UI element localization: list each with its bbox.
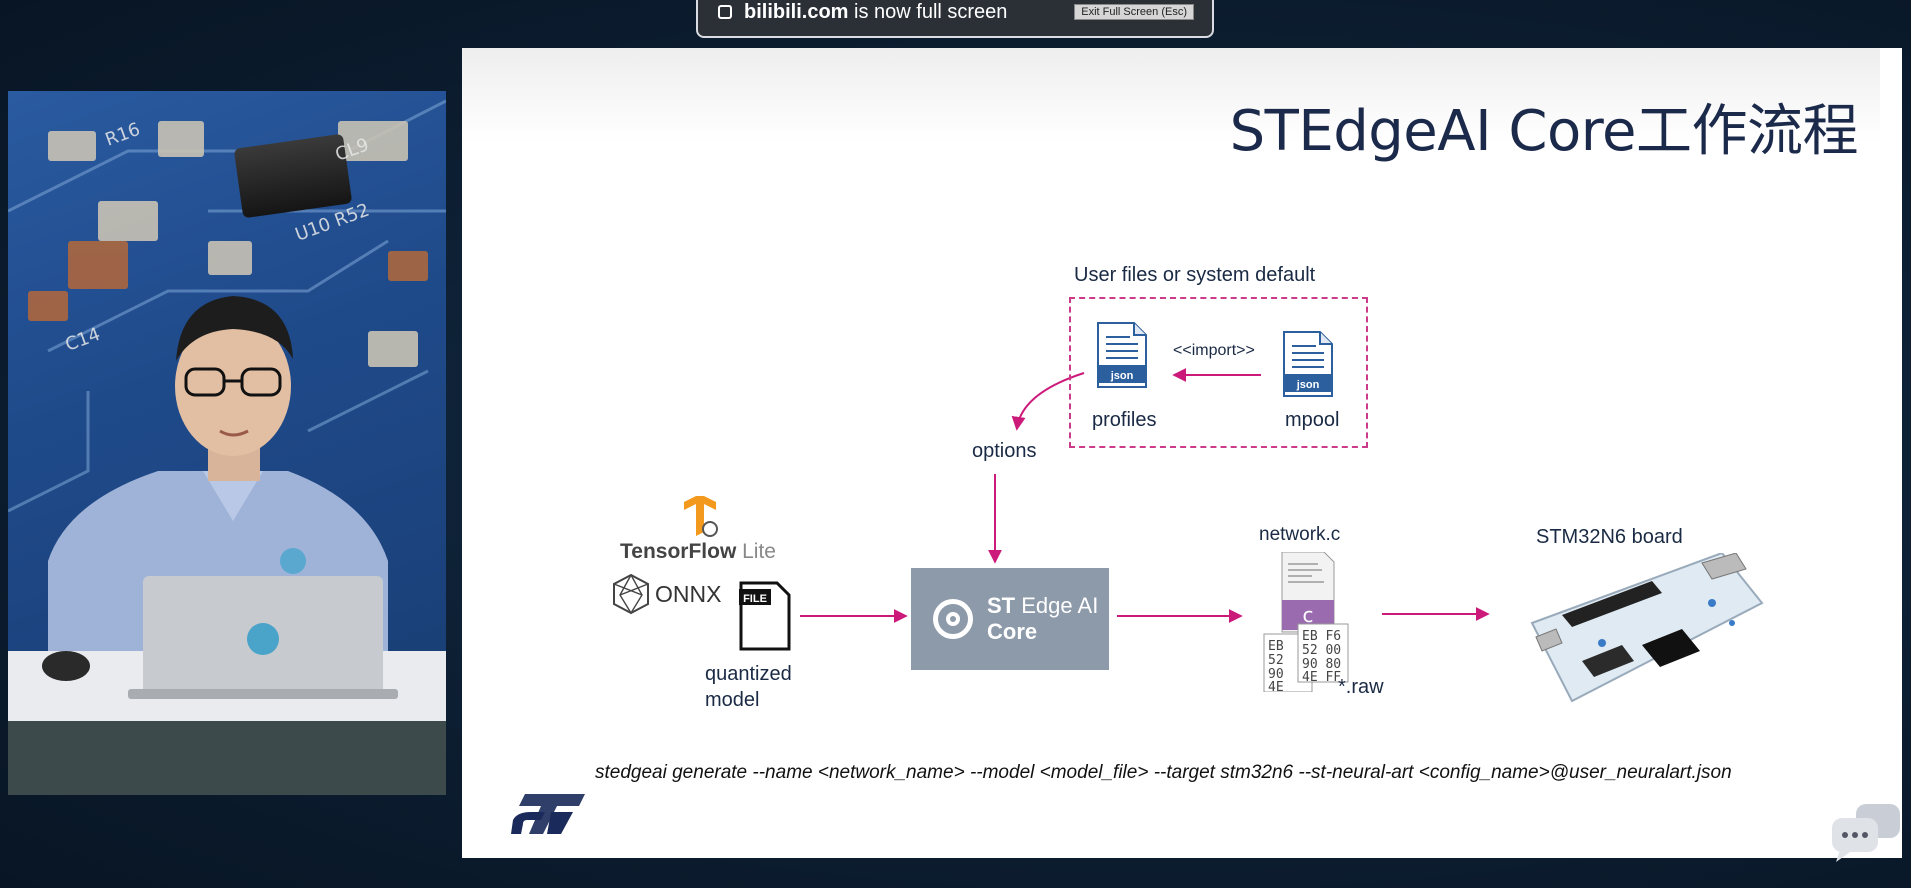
quantized-model-label: quantized model xyxy=(705,661,792,713)
st-edge-ai-logo-icon xyxy=(933,599,973,639)
core-st: ST xyxy=(987,593,1016,618)
danmaku-chat-icon[interactable] xyxy=(1832,804,1902,864)
tflite-bold: TensorFlow xyxy=(620,540,737,563)
svg-text:52 00: 52 00 xyxy=(1302,643,1341,658)
cli-command-text: stedgeai generate --name <network_name> … xyxy=(595,762,1732,783)
mpool-label: mpool xyxy=(1285,409,1340,431)
toast-message: is now full screen xyxy=(854,0,1008,23)
core-word: Core xyxy=(987,619,1038,644)
svg-text:90 80: 90 80 xyxy=(1302,657,1341,672)
svg-text:C14: C14 xyxy=(63,324,104,356)
lock-icon xyxy=(718,5,732,19)
profiles-label: profiles xyxy=(1092,409,1157,431)
raw-label: *.raw xyxy=(1338,676,1384,698)
tflite-label: TensorFlow Lite xyxy=(620,540,776,564)
core-edge-ai: Edge AI xyxy=(1021,593,1099,618)
svg-text:R16: R16 xyxy=(103,119,143,151)
title-band xyxy=(462,48,1880,182)
svg-text:90: 90 xyxy=(1268,667,1284,682)
user-files-label: User files or system default xyxy=(1074,264,1316,286)
svg-text:EB: EB xyxy=(1268,639,1284,654)
options-label: options xyxy=(972,440,1037,462)
profiles-json-icon: json xyxy=(1097,322,1147,388)
flow-arrows xyxy=(800,368,1490,623)
onnx-label: ONNX xyxy=(655,581,722,607)
presentation-slide: STEdgeAI Core工作流程 User files or system d… xyxy=(462,48,1902,858)
svg-text:4E FF: 4E FF xyxy=(1302,670,1341,685)
stm32n6-board-image xyxy=(1530,553,1764,703)
json-badge-text: json xyxy=(1110,370,1134,382)
mpool-json-icon: json xyxy=(1283,331,1333,397)
json-badge-text: json xyxy=(1296,379,1320,391)
core-box-text: ST Edge AI Core xyxy=(987,593,1098,645)
network-c-label: network.c xyxy=(1259,524,1341,545)
st-logo xyxy=(511,794,585,834)
presenter-video: R16 U10 R52 C14 CL9 xyxy=(8,91,446,795)
tensorflow-icon xyxy=(684,496,718,537)
svg-text:c: c xyxy=(1303,603,1314,627)
toast-text: bilibili.com is now full screen xyxy=(744,1,1007,24)
svg-text:EB F6: EB F6 xyxy=(1302,629,1341,644)
onnx-icon xyxy=(613,573,649,615)
file-badge-text: FILE xyxy=(743,593,767,605)
exit-fullscreen-button[interactable]: Exit Full Screen (Esc) xyxy=(1074,4,1194,20)
svg-text:4E: 4E xyxy=(1268,680,1284,692)
board-label: STM32N6 board xyxy=(1536,526,1683,548)
fullscreen-notification: bilibili.com is now full screen Exit Ful… xyxy=(696,0,1214,38)
tflite-light: Lite xyxy=(742,540,776,563)
user-files-box xyxy=(1069,297,1368,448)
slide-title: STEdgeAI Core工作流程 xyxy=(1229,99,1859,164)
quantized-line1: quantized xyxy=(705,663,792,685)
import-label: <<import>> xyxy=(1173,342,1255,359)
model-file-icon: FILE xyxy=(739,581,791,651)
svg-text:52: 52 xyxy=(1268,653,1284,668)
profiles-to-options-arrow xyxy=(1011,372,1085,431)
circuit-board-backdrop: R16 U10 R52 C14 CL9 xyxy=(8,99,446,795)
quantized-line2: model xyxy=(705,689,760,711)
toast-site: bilibili.com xyxy=(744,0,849,23)
st-edge-ai-core-box: ST Edge AI Core xyxy=(911,568,1109,670)
